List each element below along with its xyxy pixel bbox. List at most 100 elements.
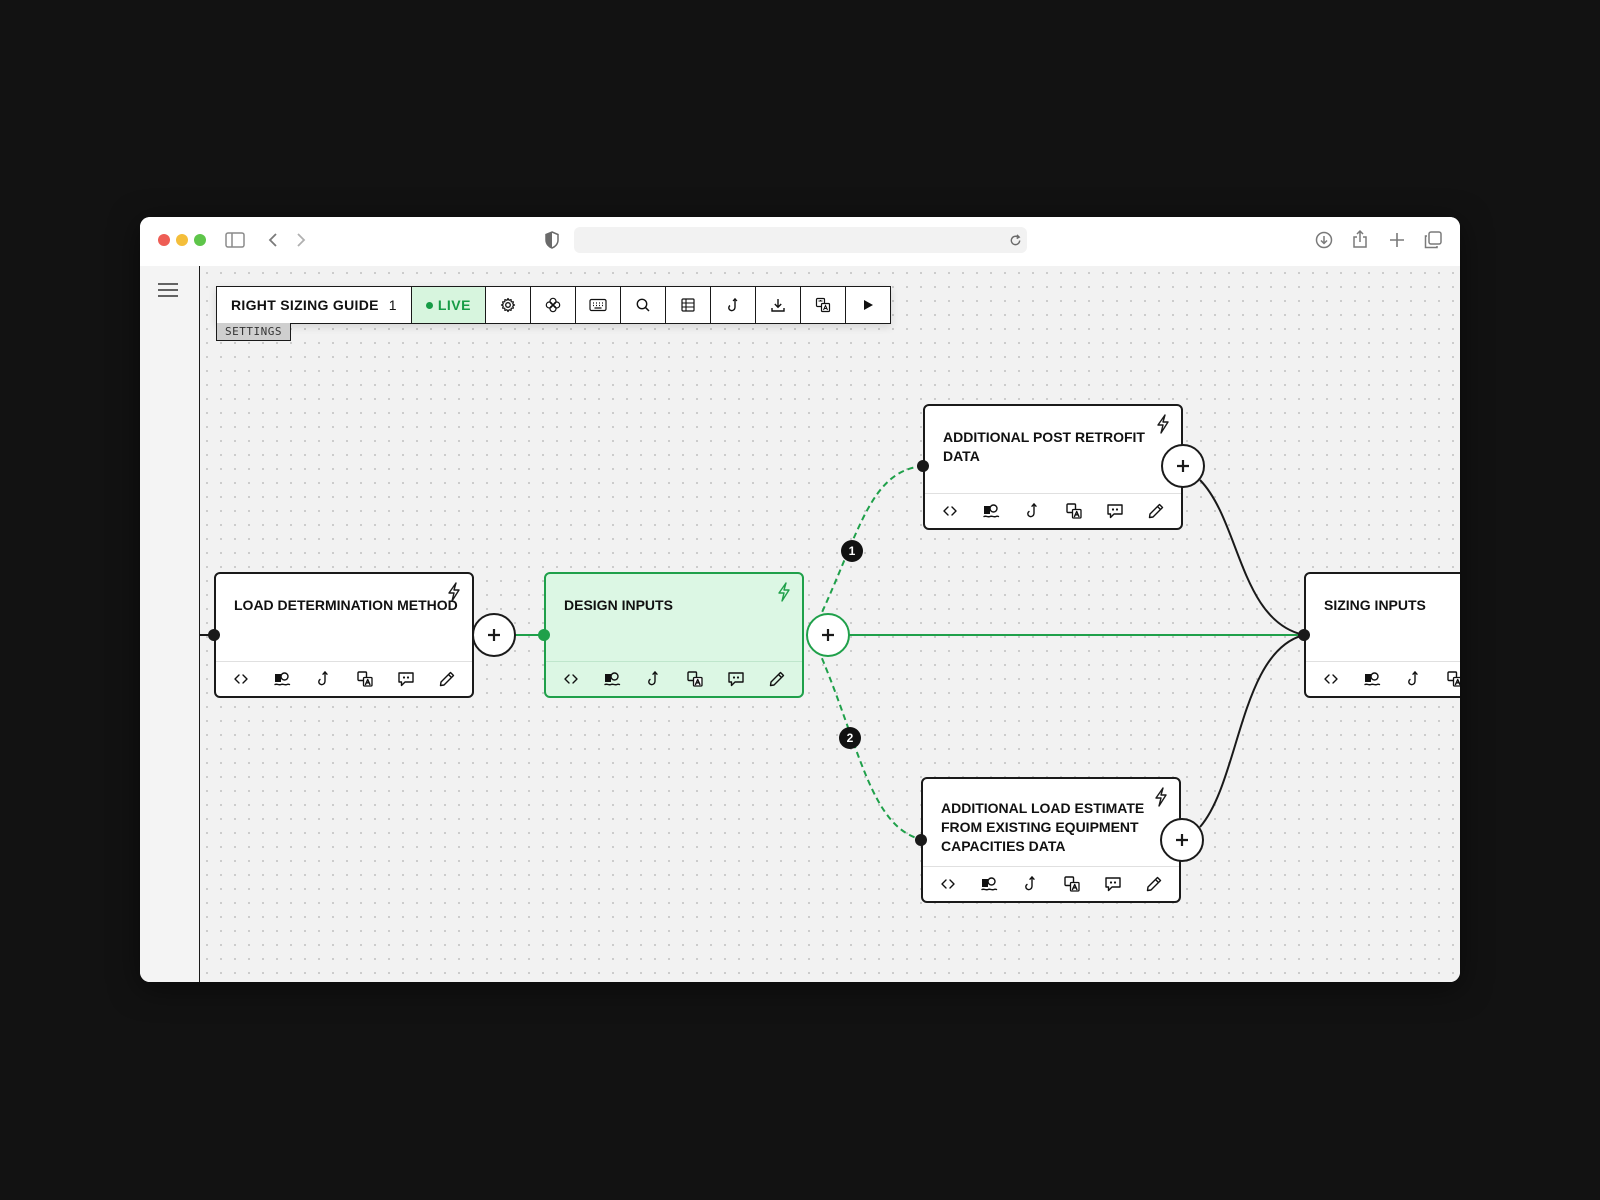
edit-icon[interactable] (764, 666, 790, 692)
run-button[interactable] (846, 287, 890, 323)
hook-icon[interactable] (1019, 498, 1045, 524)
hook-icon[interactable] (310, 666, 336, 692)
add-node-button[interactable] (806, 613, 850, 657)
add-node-button[interactable] (1160, 818, 1204, 862)
flow-title-text: RIGHT SIZING GUIDE (231, 297, 379, 313)
input-port[interactable] (917, 460, 929, 472)
code-icon[interactable] (935, 871, 961, 897)
comment-icon[interactable] (393, 666, 419, 692)
download-button[interactable] (756, 287, 801, 323)
keyboard-icon (589, 298, 607, 312)
browser-titlebar (140, 217, 1460, 266)
live-indicator-dot (425, 301, 433, 309)
input-port[interactable] (915, 834, 927, 846)
hook-icon (728, 297, 738, 312)
input-port[interactable] (1298, 629, 1310, 641)
bolt-icon[interactable] (446, 582, 462, 607)
translate-icon[interactable] (682, 666, 708, 692)
search-icon (636, 298, 650, 312)
share-icon[interactable] (1349, 228, 1371, 250)
wire-design-to-load-estimate (817, 648, 924, 841)
input-port[interactable] (208, 629, 220, 641)
settings-tab[interactable]: SETTINGS (216, 323, 291, 341)
branch-badge: 1 (841, 540, 863, 562)
wire-design-to-post-retrofit (817, 465, 924, 622)
node-additional-load-estimate[interactable]: ADDITIONAL LOAD ESTIMATE FROM EXISTING E… (921, 777, 1181, 903)
forward-icon[interactable] (290, 229, 312, 251)
flower-icon (545, 297, 561, 313)
node-additional-post-retrofit[interactable]: ADDITIONAL POST RETROFIT DATA (923, 404, 1183, 530)
bolt-icon[interactable] (1153, 787, 1169, 812)
edit-icon[interactable] (434, 666, 460, 692)
data-icon[interactable] (1359, 666, 1385, 692)
translate-button[interactable] (801, 287, 846, 323)
plus-icon (1176, 834, 1188, 846)
code-icon[interactable] (228, 666, 254, 692)
node-load-determination[interactable]: LOAD DETERMINATION METHOD (214, 572, 474, 698)
hook-icon[interactable] (1017, 871, 1043, 897)
node-footer (925, 493, 1181, 528)
comment-icon[interactable] (1102, 498, 1128, 524)
reload-icon[interactable] (1007, 232, 1023, 248)
left-rail (140, 266, 200, 982)
settings-button[interactable] (486, 287, 531, 323)
code-icon[interactable] (1318, 666, 1344, 692)
flow-version: 1 (388, 297, 397, 313)
data-icon[interactable] (599, 666, 625, 692)
hook-icon[interactable] (1400, 666, 1426, 692)
translate-icon[interactable] (1442, 666, 1460, 692)
bolt-icon[interactable] (776, 582, 792, 607)
table-button[interactable] (666, 287, 711, 323)
node-design-inputs[interactable]: DESIGN INPUTS (544, 572, 804, 698)
table-icon (681, 298, 695, 312)
node-footer (923, 866, 1179, 901)
hamburger-menu-icon[interactable] (156, 279, 180, 301)
data-icon[interactable] (269, 666, 295, 692)
input-port[interactable] (538, 629, 550, 641)
node-footer (216, 661, 472, 696)
new-tab-icon[interactable] (1386, 229, 1408, 251)
add-node-button[interactable] (1161, 444, 1205, 488)
node-sizing-inputs[interactable]: SIZING INPUTS (1304, 572, 1460, 698)
translate-icon[interactable] (1059, 871, 1085, 897)
plus-icon (488, 629, 500, 641)
edit-icon[interactable] (1141, 871, 1167, 897)
flow-toolbar: RIGHT SIZING GUIDE 1 LIVE (216, 286, 891, 324)
node-title: ADDITIONAL POST RETROFIT DATA (943, 429, 1145, 464)
plus-icon (1177, 460, 1189, 472)
comment-icon[interactable] (1100, 871, 1126, 897)
tab-overview-icon[interactable] (1422, 229, 1444, 251)
search-button[interactable] (621, 287, 666, 323)
privacy-shield-icon[interactable] (542, 230, 562, 250)
plus-icon (822, 629, 834, 641)
live-status-button[interactable]: LIVE (411, 287, 486, 323)
maximize-window-button[interactable] (194, 234, 206, 246)
data-icon[interactable] (978, 498, 1004, 524)
data-icon[interactable] (976, 871, 1002, 897)
close-window-button[interactable] (158, 234, 170, 246)
edit-icon[interactable] (1143, 498, 1169, 524)
comment-icon[interactable] (723, 666, 749, 692)
bolt-icon[interactable] (1155, 414, 1171, 439)
node-footer (546, 661, 802, 696)
translate-icon[interactable] (1061, 498, 1087, 524)
back-icon[interactable] (262, 229, 284, 251)
keyboard-button[interactable] (576, 287, 621, 323)
flow-title[interactable]: RIGHT SIZING GUIDE 1 (217, 287, 412, 323)
hook-icon[interactable] (640, 666, 666, 692)
sidebar-toggle-icon[interactable] (224, 229, 246, 251)
download-icon (771, 299, 785, 312)
minimize-window-button[interactable] (176, 234, 188, 246)
downloads-icon[interactable] (1313, 229, 1335, 251)
components-button[interactable] (531, 287, 576, 323)
flow-canvas[interactable]: RIGHT SIZING GUIDE 1 LIVE (200, 266, 1460, 982)
code-icon[interactable] (937, 498, 963, 524)
add-node-button[interactable] (472, 613, 516, 657)
branch-badge: 2 (839, 727, 861, 749)
code-icon[interactable] (558, 666, 584, 692)
node-footer (1306, 661, 1460, 696)
translate-icon[interactable] (352, 666, 378, 692)
gear-icon (500, 297, 516, 313)
hooks-button[interactable] (711, 287, 756, 323)
address-bar[interactable] (574, 227, 1027, 253)
